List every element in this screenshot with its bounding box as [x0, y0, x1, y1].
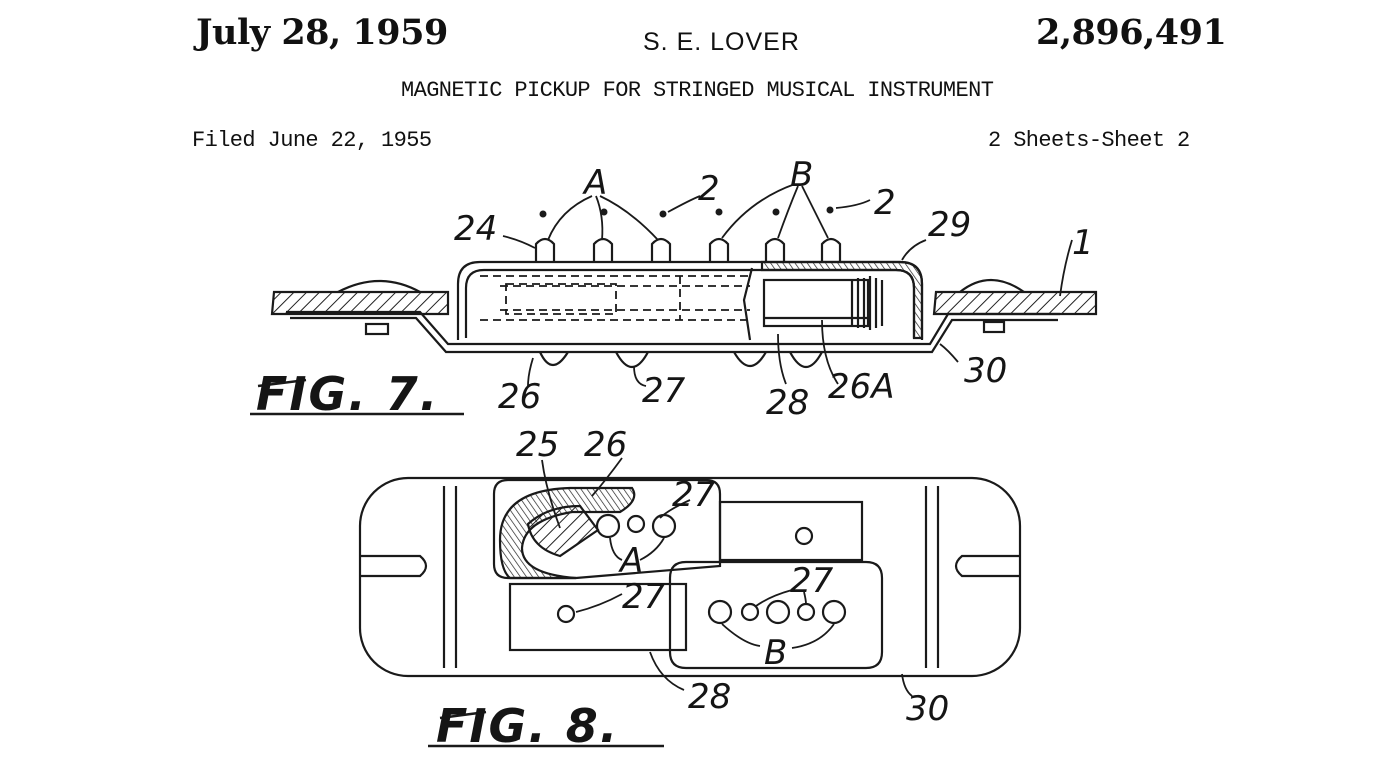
fig7-ref-24: 24	[454, 209, 497, 249]
fig7-caption: FIG. 7.	[256, 367, 439, 421]
patent-number: 2,896,491	[1036, 12, 1227, 53]
fig7-ref-27: 27	[642, 371, 686, 411]
fig8-ref-27a: 27	[672, 475, 716, 515]
fig8-ref-26: 26	[584, 425, 627, 465]
fig8-caption: FIG. 8.	[436, 699, 619, 753]
fig7-ref-a: A	[582, 163, 607, 203]
fig8-ref-b: B	[764, 633, 787, 673]
fig7-ref-26: 26	[498, 377, 541, 417]
fig8-ref-a: A	[618, 541, 643, 581]
patent-title: MAGNETIC PICKUP FOR STRINGED MUSICAL INS…	[401, 78, 994, 103]
figure-7-drawing	[270, 183, 1098, 387]
fig7-ref-2b: 2	[874, 183, 896, 223]
fig7-ref-30: 30	[964, 351, 1007, 391]
fig7-ref-28: 28	[766, 383, 809, 423]
fig8-caption-underline	[428, 710, 664, 748]
fig8-ref-28: 28	[688, 677, 731, 717]
fig8-ref-30: 30	[906, 689, 949, 729]
fig7-ref-26a: 26A	[828, 367, 895, 407]
filing-date: Filed June 22, 1955	[192, 128, 432, 153]
fig8-ref-27c: 27	[790, 561, 834, 601]
fig7-caption-underline	[250, 378, 464, 416]
patent-date: July 28, 1959	[196, 12, 448, 53]
fig8-ref-25: 25	[516, 425, 559, 465]
fig7-ref-1: 1	[1072, 223, 1094, 263]
fig8-ref-27b: 27	[622, 577, 666, 617]
sheet-count: 2 Sheets-Sheet 2	[988, 128, 1190, 153]
fig7-ref-29: 29	[928, 205, 971, 245]
inventor-name: S. E. LOVER	[643, 28, 800, 56]
fig7-ref-b: B	[790, 155, 813, 195]
figure-8-drawing	[358, 457, 1022, 697]
fig7-ref-2a: 2	[698, 169, 720, 209]
